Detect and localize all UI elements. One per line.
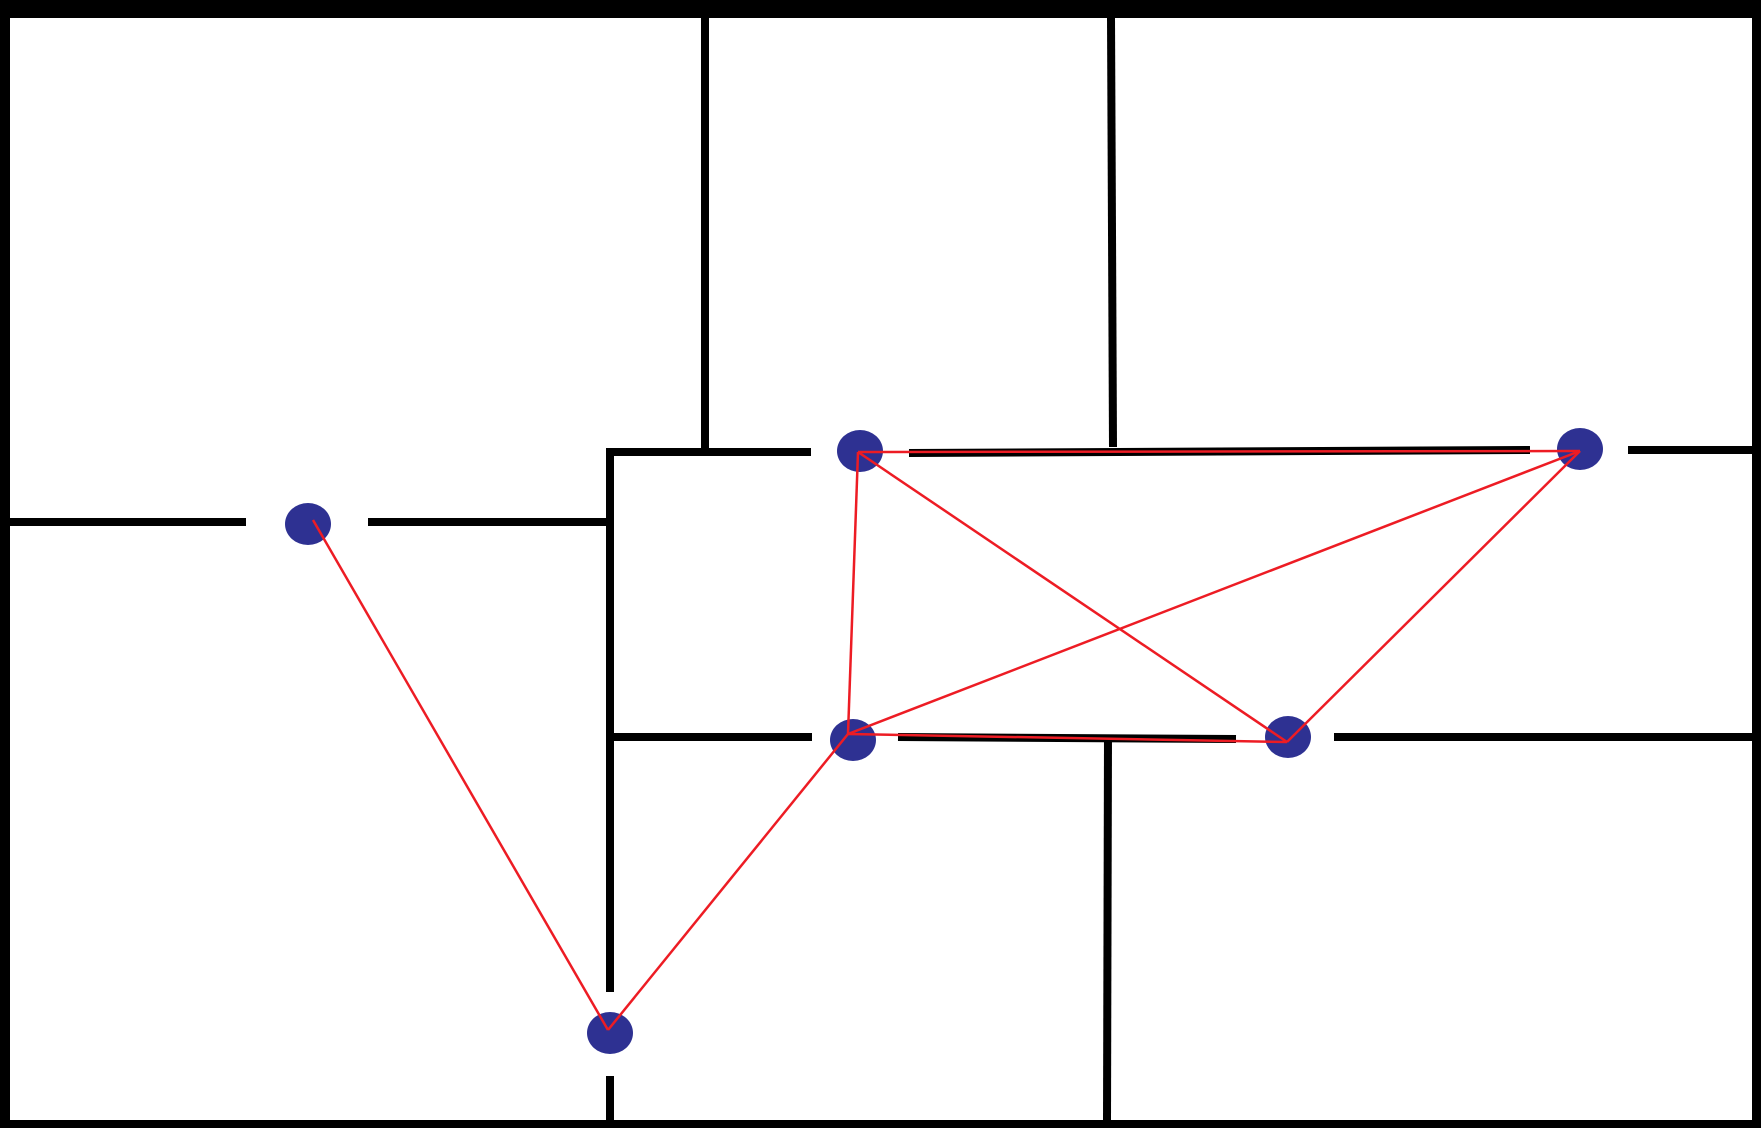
door-node: [1265, 716, 1311, 758]
connection-line: [857, 450, 1288, 744]
door-node: [1557, 428, 1603, 470]
door-node: [285, 503, 331, 545]
door-node: [587, 1012, 633, 1054]
connection-line: [1286, 450, 1581, 743]
wall: [1107, 17, 1117, 448]
connection-lines: [311, 449, 1581, 1031]
door-node: [830, 719, 876, 761]
floor-plan-background: [10, 18, 1752, 1120]
door-nodes: [285, 428, 1603, 1054]
connection-line: [607, 733, 849, 1031]
connection-line: [311, 519, 610, 1031]
connection-line: [847, 449, 1581, 736]
connection-line: [846, 451, 860, 735]
wall: [1103, 736, 1112, 1121]
connection-line: [857, 449, 1581, 454]
connection-line: [847, 732, 1288, 744]
